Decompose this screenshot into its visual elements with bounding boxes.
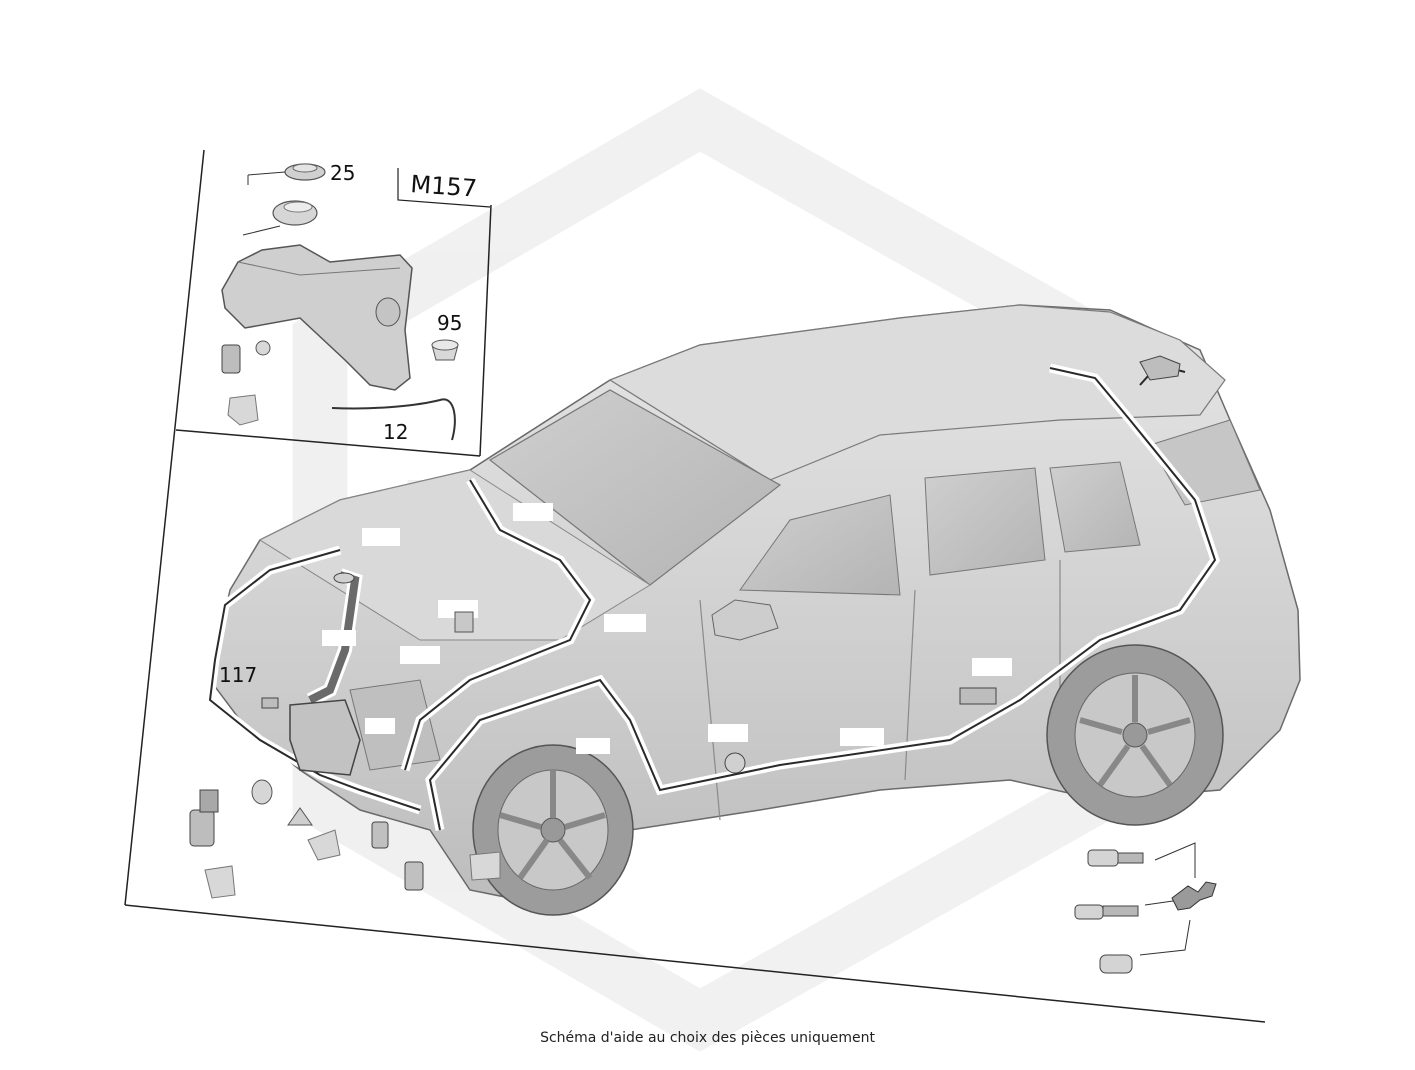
sensor-3 <box>1099 954 1133 974</box>
rear-nozzle <box>1139 355 1181 381</box>
part-label-12: 12 <box>383 420 408 444</box>
windshield <box>488 389 782 586</box>
wrench-icon <box>1171 881 1217 911</box>
washer-hose-routing <box>205 363 1220 831</box>
loose-parts-lower <box>189 611 997 899</box>
pump-motor-small <box>221 340 271 426</box>
sensor-1 <box>1087 849 1144 867</box>
washer-reservoir-tank <box>221 244 413 391</box>
vehicle-illustration <box>209 304 1301 916</box>
sensor-group <box>1074 842 1217 974</box>
front-door-window <box>739 494 901 596</box>
quarter-window <box>1049 461 1141 553</box>
part-label-117: 117 <box>219 663 257 687</box>
engine-code-label: M157 <box>410 170 478 203</box>
rear-door-window <box>924 467 1046 576</box>
cap-part-25: 25 <box>247 161 355 185</box>
filler-neck-part <box>242 200 318 236</box>
part-label-25: 25 <box>330 161 355 185</box>
seal-part-95: 95 <box>431 311 462 361</box>
hose-part-12: 12 <box>331 398 456 444</box>
part-label-95: 95 <box>437 311 462 335</box>
inset-reservoir-group: 25 95 12 <box>221 161 462 444</box>
engine-code-box: M157 <box>397 168 491 208</box>
blank-callouts <box>322 503 1012 754</box>
sensor-2 <box>1074 904 1139 920</box>
rear-wheel <box>1046 644 1224 826</box>
part-117-group: 117 <box>219 663 279 709</box>
car-roof <box>608 304 1226 481</box>
reservoir-installed <box>289 568 363 776</box>
front-wheel <box>472 744 634 916</box>
diagram-frame <box>124 149 1266 1023</box>
side-mirror <box>711 599 779 641</box>
diagram-caption: Schéma d'aide au choix des pièces unique… <box>540 1030 875 1046</box>
